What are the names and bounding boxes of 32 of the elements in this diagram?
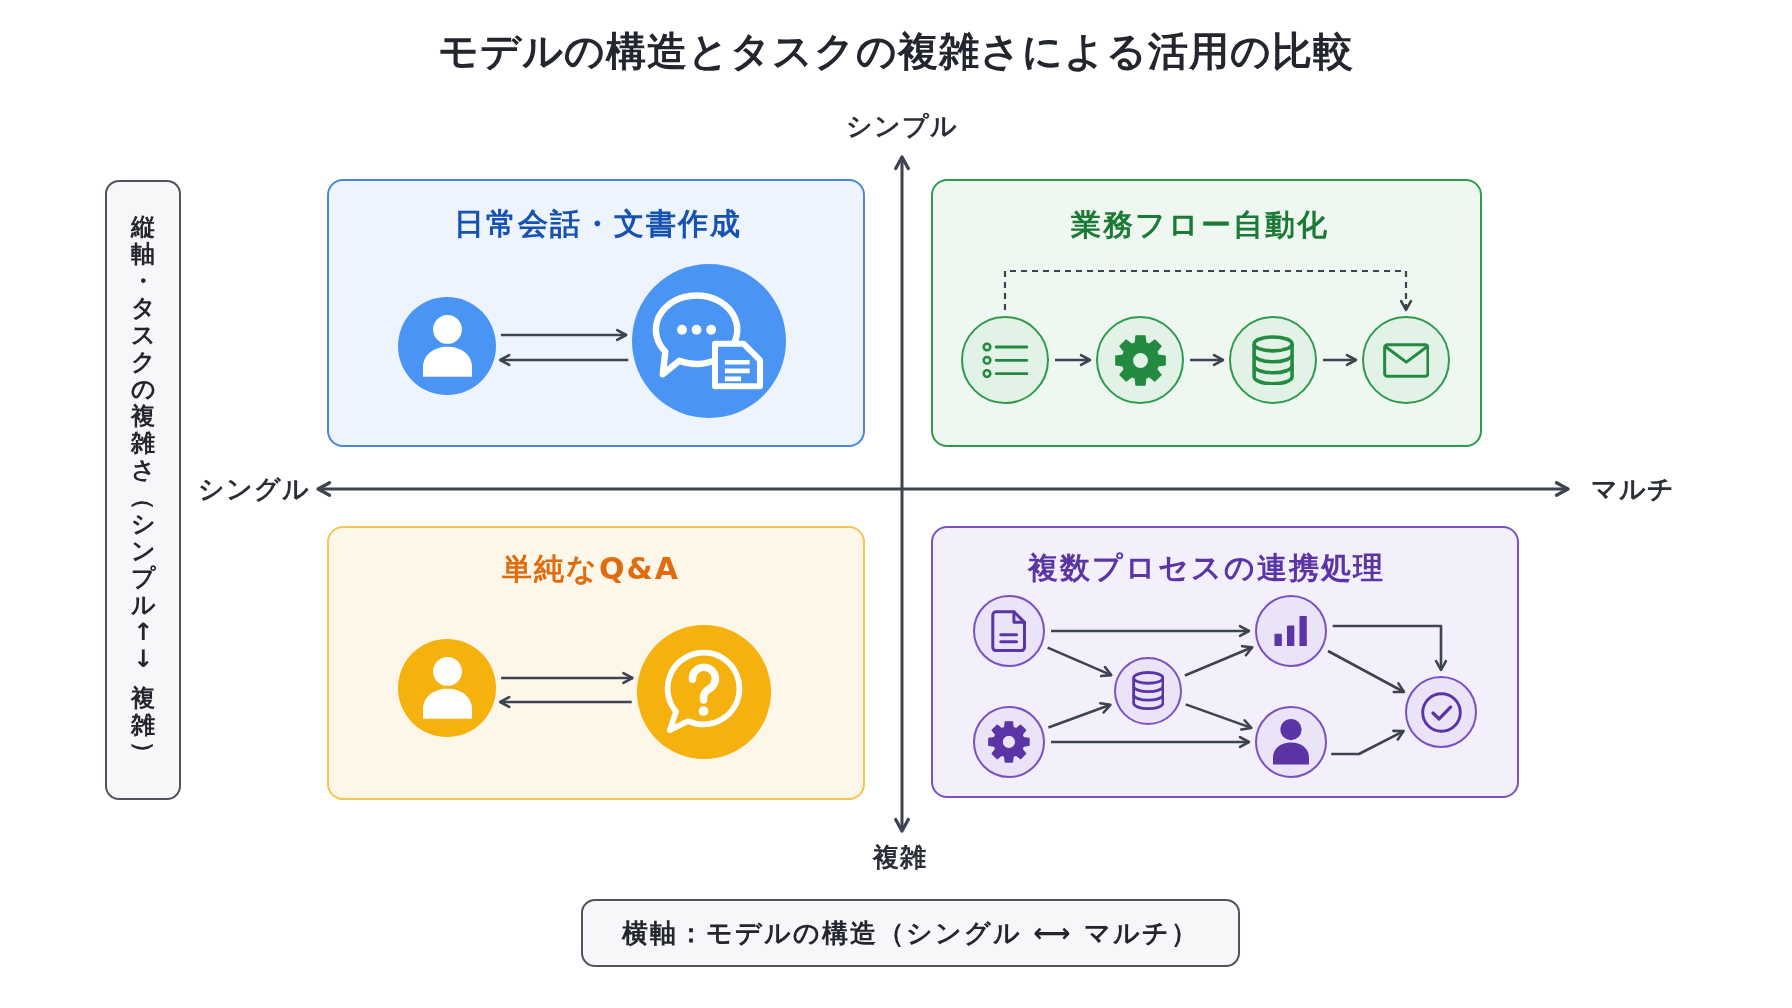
arrow <box>1331 729 1405 756</box>
axis-label: シンプル <box>846 109 958 143</box>
arrow <box>1323 353 1358 367</box>
arrow <box>1190 353 1225 367</box>
arrow <box>1184 644 1254 677</box>
axis-label: シングル <box>198 472 310 506</box>
arrow <box>1327 649 1406 694</box>
axis-caption-box: 横軸：モデルの構造（シングル ⟷ マルチ） <box>581 899 1240 967</box>
arrow <box>1051 624 1251 638</box>
quadrant-panel <box>931 179 1482 447</box>
axis-label: 複雑 <box>873 840 927 874</box>
panel-title: 単純なQ&A <box>502 549 680 588</box>
arrow <box>501 671 634 685</box>
panel-title: 業務フロー自動化 <box>1071 205 1329 244</box>
arrow <box>498 695 632 709</box>
axis-caption-box: 縦軸・タスクの複雑さ（シンプル↑↓ 複雑） <box>105 180 181 800</box>
axis-label: マルチ <box>1591 472 1675 506</box>
arrow <box>1047 646 1113 678</box>
arrow <box>1055 353 1092 367</box>
quadrant-panel <box>327 179 865 447</box>
arrow <box>498 353 629 367</box>
panel-title: 日常会話・文書作成 <box>454 204 742 243</box>
arrow <box>500 328 628 342</box>
quadrant-panel <box>931 526 1519 798</box>
quadrant-panel <box>327 526 865 800</box>
diagram-title: モデルの構造とタスクの複雑さによる活用の比較 <box>438 26 1354 76</box>
arrow <box>1185 703 1253 731</box>
arrow <box>1047 702 1112 729</box>
dashed-arrow <box>1003 269 1413 312</box>
panel-title: 複数プロセスの連携処理 <box>1027 548 1385 587</box>
arrow <box>1332 624 1448 672</box>
arrow <box>1051 735 1251 749</box>
